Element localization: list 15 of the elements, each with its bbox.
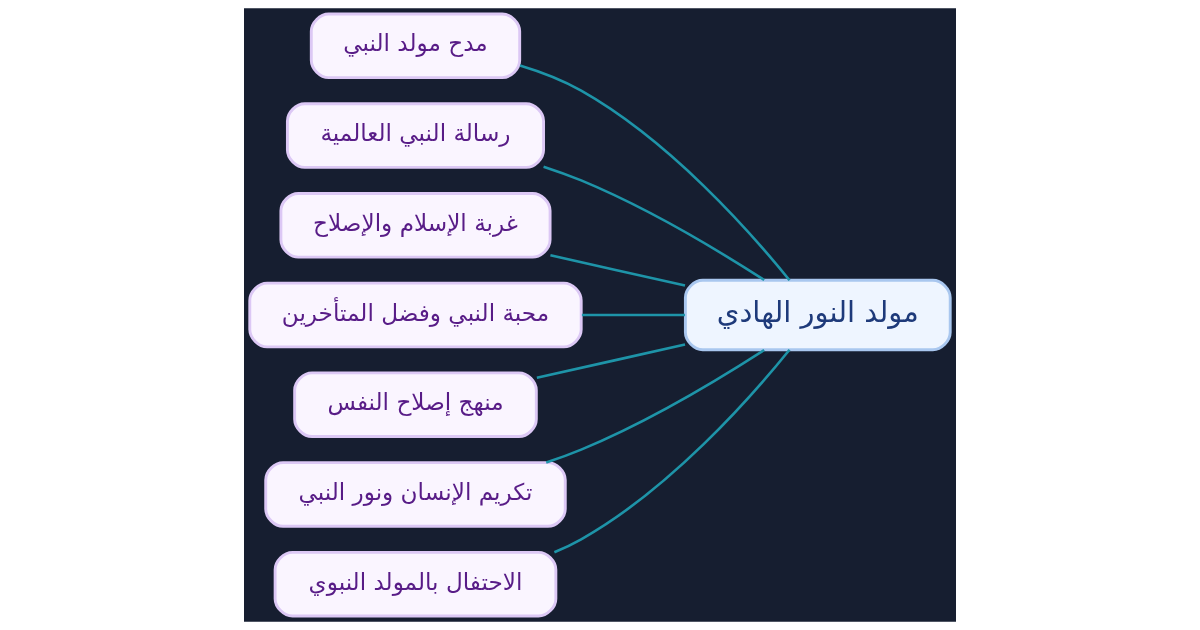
connector xyxy=(543,165,765,282)
node-box: رسالة النبي العالمية xyxy=(285,102,545,169)
connector xyxy=(545,348,765,464)
connector xyxy=(581,313,685,317)
node-box: غربة الإسلام والإصلاح xyxy=(279,192,552,259)
connector xyxy=(519,64,791,282)
node-box: الاحتفال بالمولد النبوي xyxy=(273,550,558,618)
node-box: تكريم الإنسان ونور النبي xyxy=(264,461,567,528)
node-box: مولد النور الهادي xyxy=(683,278,952,352)
connector xyxy=(550,254,686,287)
node-box: محبة النبي وفضل المتأخرين xyxy=(248,281,583,349)
node-box: مدح مولد النبي xyxy=(309,12,522,80)
connector xyxy=(553,348,791,554)
connector xyxy=(536,343,686,380)
node-box: منهج إصلاح النفس xyxy=(293,371,538,438)
